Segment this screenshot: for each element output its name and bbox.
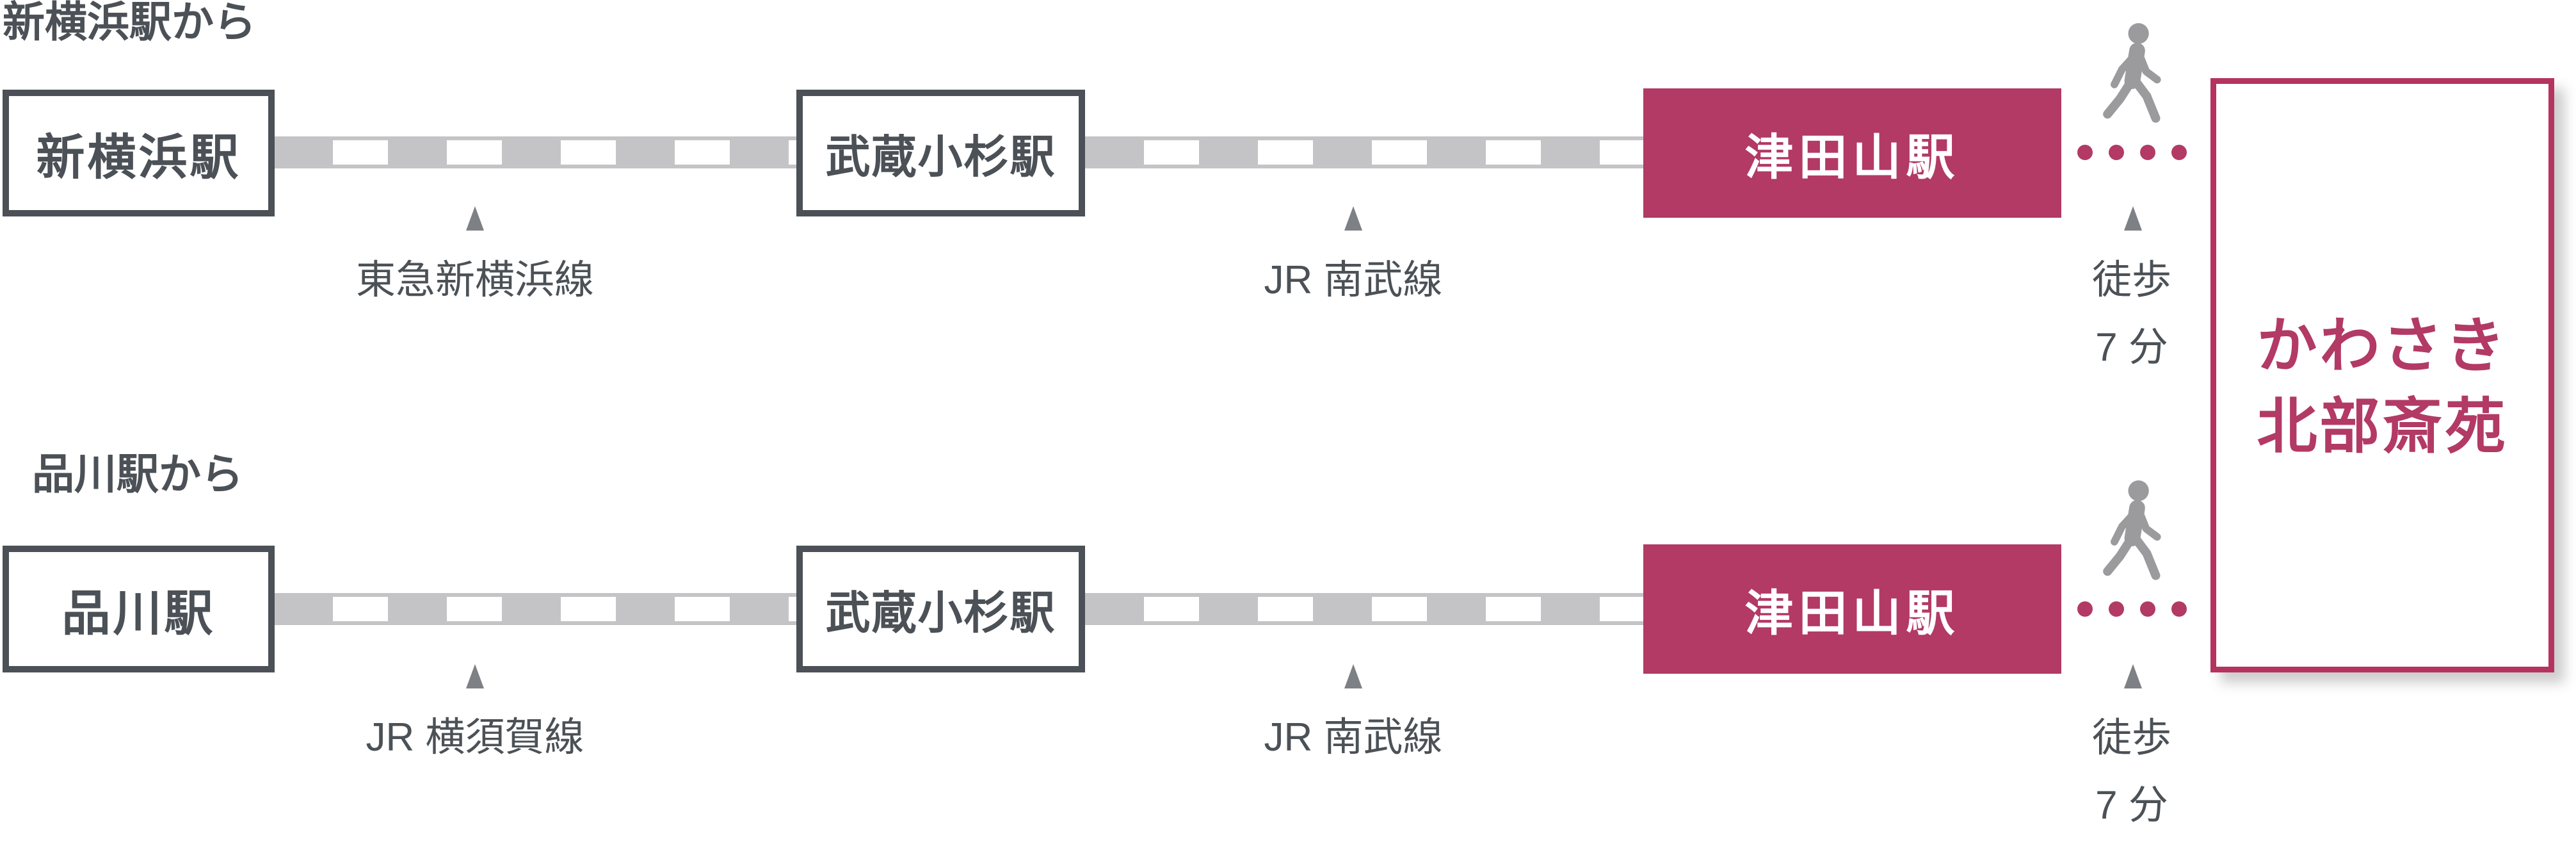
walk-dot bbox=[2077, 601, 2093, 617]
route1-line2-label: JR 南武線 bbox=[1264, 258, 1443, 302]
pointer-triangle-icon bbox=[466, 206, 484, 231]
walk-dot bbox=[2171, 145, 2187, 160]
station-label: 新横浜駅 bbox=[36, 131, 241, 185]
walk-dot bbox=[2171, 601, 2187, 617]
route2-line1-label: JR 横須賀線 bbox=[366, 715, 584, 760]
route1-heading: 新横浜駅から bbox=[3, 0, 256, 45]
station-label: 品川駅 bbox=[61, 587, 216, 641]
pointer-triangle-icon bbox=[1344, 206, 1362, 231]
walk-dot bbox=[2140, 145, 2155, 160]
route1-line1-label: 東急新横浜線 bbox=[355, 258, 595, 302]
walk-dotted-path bbox=[2077, 601, 2187, 617]
pointer-triangle-icon bbox=[1344, 664, 1362, 688]
walk-label-line1: 徒歩 bbox=[2091, 258, 2172, 302]
station-label: 武蔵小杉駅 bbox=[825, 587, 1056, 638]
route2-track-segment-1 bbox=[274, 593, 798, 625]
walk-label-line1: 徒歩 bbox=[2091, 716, 2172, 760]
route1-walk-label: 徒歩 7 分 bbox=[2092, 247, 2171, 381]
walking-person-icon bbox=[2103, 23, 2161, 123]
pointer-triangle-icon bbox=[466, 664, 484, 688]
walk-dot bbox=[2109, 145, 2124, 160]
route2-heading: 品川駅から bbox=[32, 450, 243, 498]
route1-track-segment-1 bbox=[274, 136, 798, 168]
route2-track-segment-2 bbox=[1085, 593, 1644, 625]
walk-label-line2: 7 分 bbox=[2095, 325, 2168, 370]
walking-person-icon bbox=[2103, 480, 2161, 580]
walk-dot bbox=[2077, 145, 2093, 160]
station-label: 武蔵小杉駅 bbox=[825, 131, 1056, 182]
pointer-triangle-icon bbox=[2124, 664, 2142, 688]
route2-station-musashikosugi: 武蔵小杉駅 bbox=[796, 546, 1085, 672]
destination-name-line2: 北部斎苑 bbox=[2257, 394, 2508, 460]
walk-dotted-path bbox=[2077, 145, 2187, 160]
walk-label-line2: 7 分 bbox=[2095, 783, 2168, 827]
route1-station-tsudayama: 津田山駅 bbox=[1643, 88, 2061, 218]
route1-track-segment-2 bbox=[1085, 136, 1644, 168]
walk-dot bbox=[2140, 601, 2155, 617]
pointer-triangle-icon bbox=[2124, 206, 2142, 231]
station-label: 津田山駅 bbox=[1744, 131, 1960, 185]
destination-name-line1: かわさき bbox=[2257, 313, 2508, 380]
route1-station-shinyokohama: 新横浜駅 bbox=[3, 90, 275, 216]
route2-station-shinagawa: 品川駅 bbox=[3, 546, 275, 672]
route2-walk-label: 徒歩 7 分 bbox=[2092, 704, 2171, 839]
route1-station-musashikosugi: 武蔵小杉駅 bbox=[796, 90, 1085, 216]
route2-line2-label: JR 南武線 bbox=[1264, 715, 1443, 760]
station-label: 津田山駅 bbox=[1744, 587, 1960, 641]
destination-box-kawasaki-hokubu-saien: かわさき 北部斎苑 bbox=[2210, 78, 2554, 672]
route2-station-tsudayama: 津田山駅 bbox=[1643, 544, 2061, 674]
walk-dot bbox=[2109, 601, 2124, 617]
